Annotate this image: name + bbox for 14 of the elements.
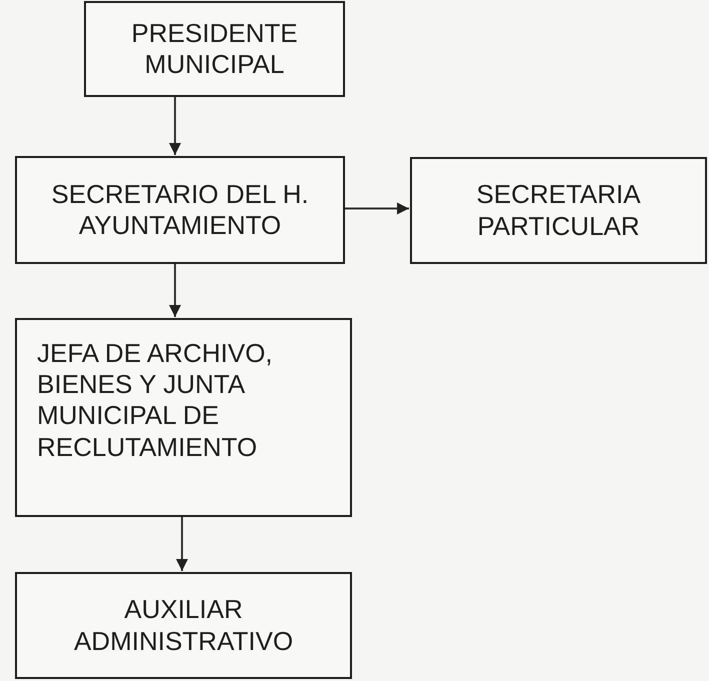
arrow: [176, 517, 188, 571]
position-title: PRESIDENTE MUNICIPAL: [130, 18, 299, 80]
org-box: [15, 156, 345, 264]
position-title: AUXILIAR ADMINISTRATIVO: [72, 594, 294, 657]
org-box: [84, 1, 345, 97]
org-box: [410, 157, 707, 264]
arrow: [169, 97, 181, 155]
org-box: [15, 572, 352, 679]
arrow: [169, 264, 181, 317]
position-title: SECRETARIA PARTICULAR: [475, 179, 642, 242]
position-title: JEFA DE ARCHIVO, BIENES Y JUNTA MUNICIPAL DE RECLUTAMIENTO: [37, 338, 274, 463]
position-title: SECRETARIO DEL H. AYUNTAMIENTO: [50, 178, 310, 242]
arrow: [345, 202, 409, 214]
org-box: [15, 318, 352, 517]
